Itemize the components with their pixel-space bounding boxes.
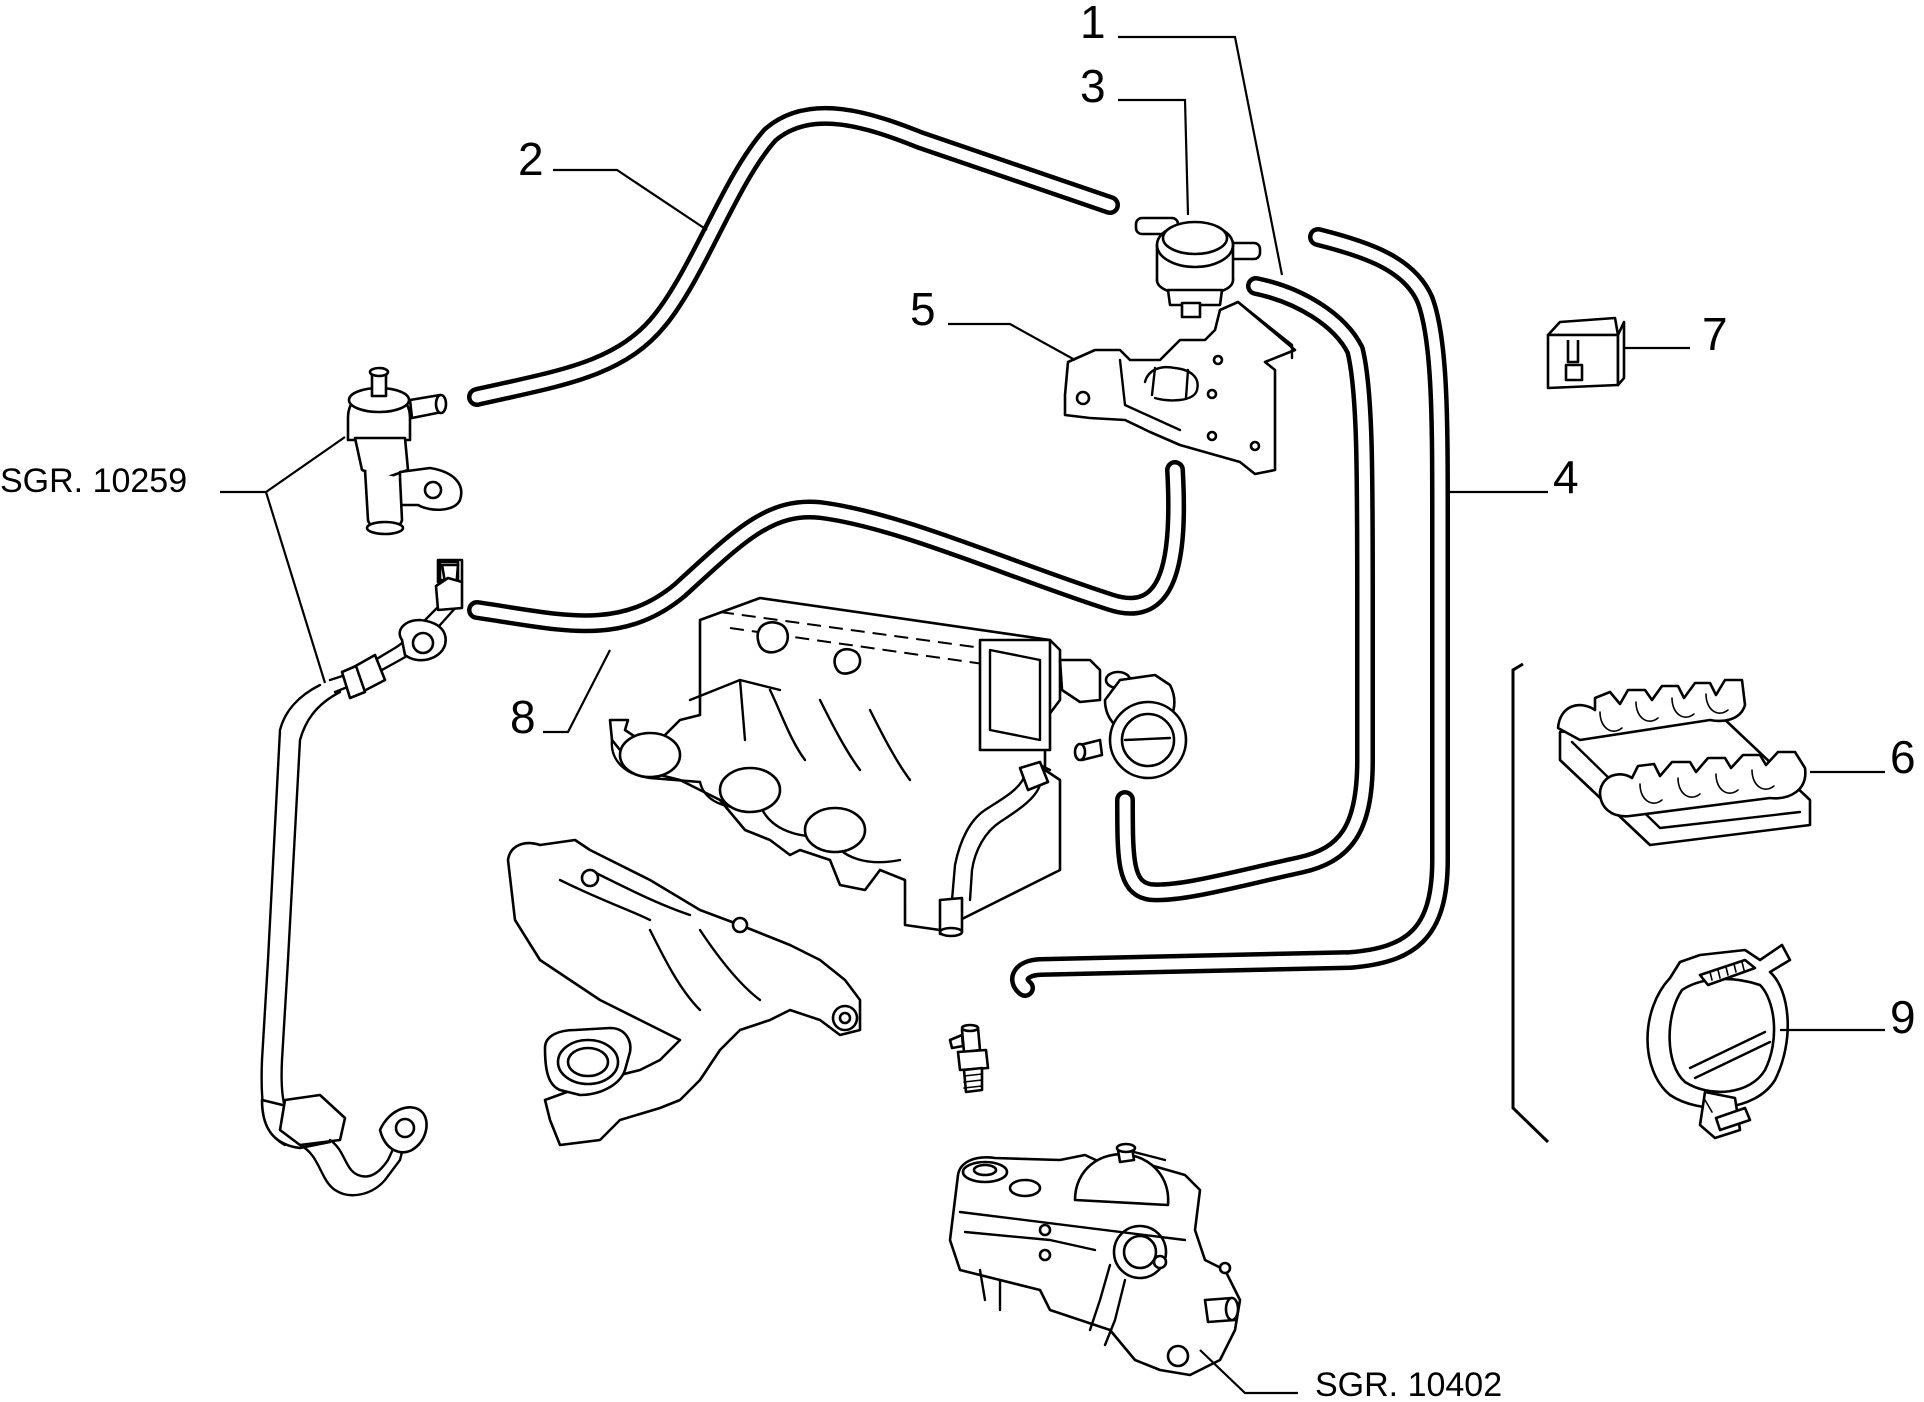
valve-3[interactable] [1134,216,1262,319]
rail-6[interactable] [1556,678,1812,847]
hose-4[interactable] [1010,227,1450,998]
reference-sgr-10402: SGR. 10402 [1315,1366,1502,1402]
exhaust-manifold [506,838,862,1147]
callout-6: 6 [1890,731,1916,783]
leader-lines [220,35,1885,1395]
clip-7[interactable] [1546,316,1626,390]
intake-manifold [608,596,1188,938]
callout-2: 2 [518,133,544,185]
hose-1[interactable] [1115,276,1375,903]
callout-3: 3 [1080,60,1106,112]
callout-1: 1 [1080,0,1106,48]
leader-2 [553,168,708,231]
group-bracket [1511,662,1550,1144]
thermostat-housing [948,1142,1242,1377]
callout-4: 4 [1553,451,1579,503]
leader-3 [1118,98,1190,216]
leader-1 [1118,35,1284,276]
callout-8: 8 [510,691,536,743]
temp-sensor [948,1023,990,1094]
hose-8[interactable] [467,460,1187,634]
clamp-9[interactable] [1646,943,1792,1140]
leader-5 [948,322,1076,361]
leader-sgr-10402 [1199,1349,1298,1395]
callout-7: 7 [1702,308,1728,360]
hose-2[interactable] [467,105,1120,407]
left-pipe[interactable] [260,558,464,1197]
callout-9: 9 [1890,991,1916,1043]
bracket-5[interactable] [1063,300,1297,476]
air-valve[interactable] [346,366,463,536]
callout-5: 5 [910,283,936,335]
reference-sgr-10259: SGR. 10259 [0,462,187,500]
leader-8 [543,649,611,734]
leader-sgr-10259 [220,436,346,684]
